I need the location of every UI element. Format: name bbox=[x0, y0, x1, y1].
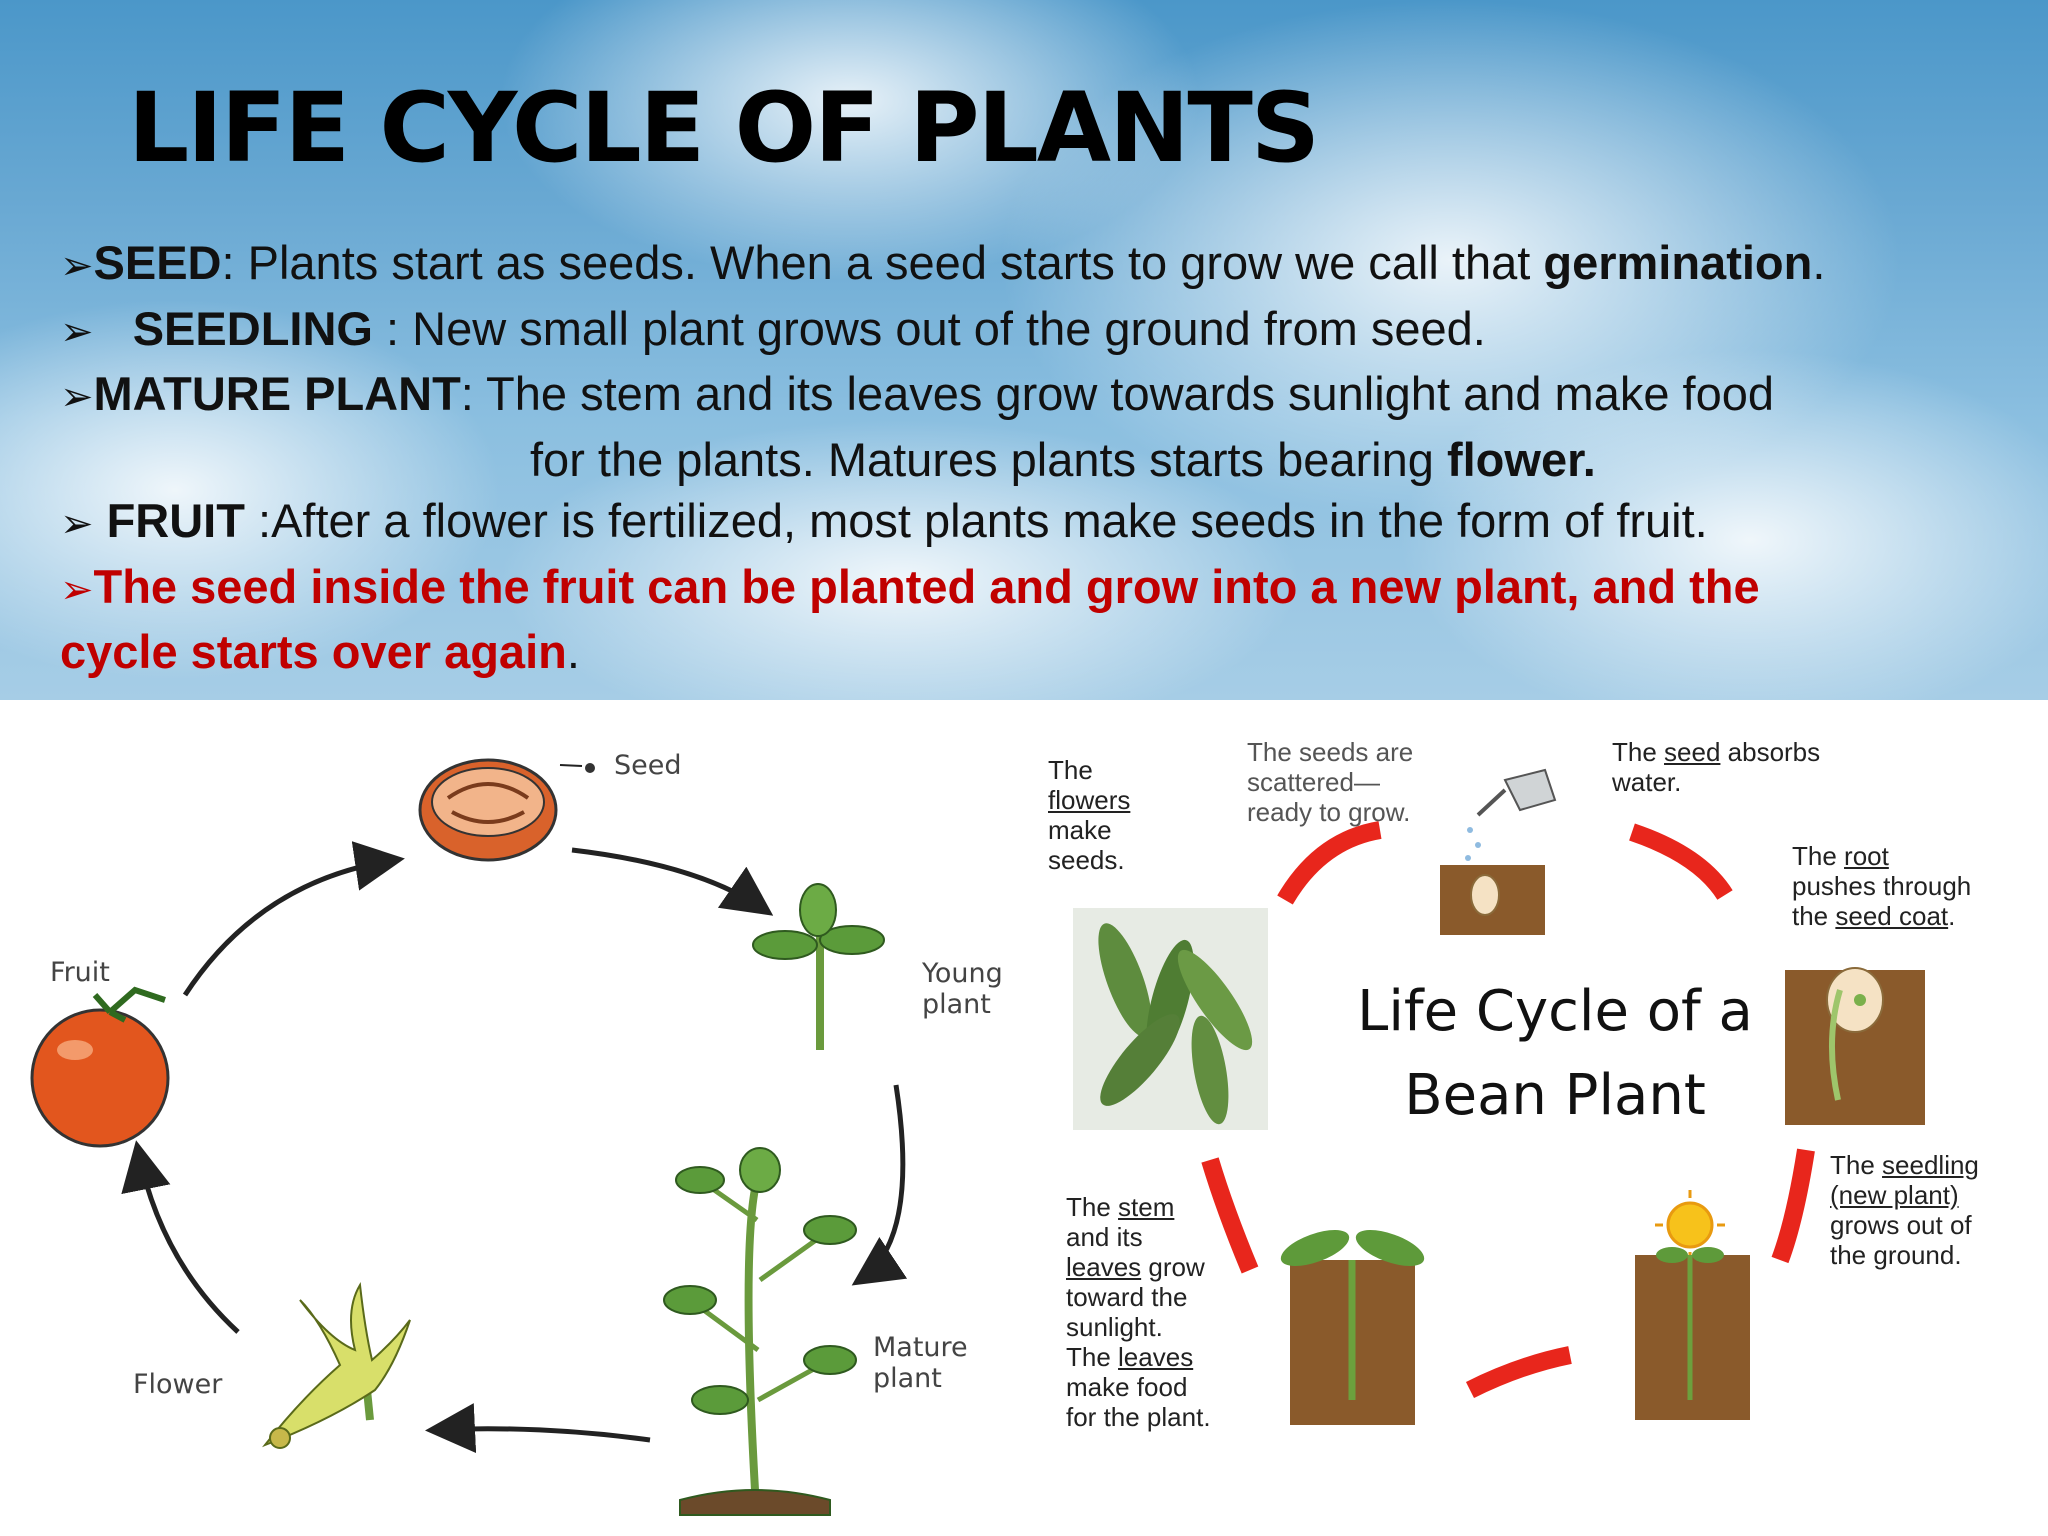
seedling-sun-icon bbox=[1635, 1190, 1750, 1420]
watering-can-icon bbox=[1440, 768, 1557, 935]
caption-seedling: The seedling (new plant) grows out of th… bbox=[1830, 1150, 1979, 1270]
bean-cycle-arrow bbox=[1277, 821, 1382, 905]
bullet-arrow-icon: ➢ bbox=[60, 243, 94, 289]
root-seed-coat-icon bbox=[1785, 967, 1925, 1125]
bean-cycle-arrow bbox=[1201, 1157, 1259, 1274]
bullet-arrow-icon: ➢ bbox=[60, 501, 94, 547]
flower-icon bbox=[262, 1281, 411, 1449]
label-fruit: Fruit bbox=[50, 957, 110, 988]
cut-tomato-seed-icon bbox=[418, 758, 595, 862]
cycle-arrow bbox=[425, 1403, 651, 1454]
bullet-arrow-icon: ➢ bbox=[60, 374, 94, 420]
bullet-seed: ➢SEED: Plants start as seeds. When a see… bbox=[60, 236, 1826, 289]
bullet-fruit: ➢ FRUIT :After a flower is fertilized, m… bbox=[60, 494, 1708, 547]
bullet-list: ➢SEED: Plants start as seeds. When a see… bbox=[60, 232, 2020, 683]
cycle-arrow bbox=[182, 841, 405, 997]
caption-scattered: The seeds are scattered— ready to grow. bbox=[1247, 737, 1414, 827]
bean-cycle-arrow bbox=[1629, 823, 1733, 901]
tomato-fruit-icon bbox=[30, 986, 170, 1148]
cycle-arrow bbox=[851, 1084, 908, 1286]
label-young-plant: Young plant bbox=[922, 958, 1003, 1020]
bean-cycle-arrow bbox=[1771, 1148, 1815, 1264]
bullet-arrow-icon: ➢ bbox=[60, 308, 94, 355]
cycle-arrow bbox=[571, 847, 774, 916]
label-mature-plant: Mature plant bbox=[873, 1332, 968, 1394]
caption-absorbs-water: The seed absorbs water. bbox=[1612, 737, 1821, 797]
caption-stem-leaves: The stem and its leaves grow toward the … bbox=[1066, 1192, 1211, 1432]
diagram-illustrations bbox=[30, 758, 1925, 1516]
bullet-mature-plant-cont: for the plants. Matures plants starts be… bbox=[530, 432, 1596, 486]
mature-plant-icon bbox=[663, 1147, 857, 1516]
bullet-seedling: ➢ SEEDLING : New small plant grows out o… bbox=[60, 301, 1486, 355]
bullet-restart: ➢The seed inside the fruit can be plante… bbox=[60, 559, 1760, 613]
label-seed: Seed bbox=[614, 750, 682, 781]
young-plant-icon bbox=[752, 883, 885, 1050]
bean-cycle-title: Life Cycle of a Bean Plant bbox=[1357, 979, 1753, 1128]
diagram-panel: Seed Young plant Mature plant Flower Fru… bbox=[0, 700, 2048, 1536]
bullet-restart-cont: cycle starts over again. bbox=[60, 625, 580, 678]
slide-title: LIFE CYCLE OF PLANTS bbox=[128, 72, 1320, 184]
bean-pods-photo bbox=[1073, 908, 1268, 1130]
bean-cycle-arrow bbox=[1465, 1346, 1572, 1399]
cycle-arrow bbox=[121, 1140, 240, 1334]
sky-background: LIFE CYCLE OF PLANTS ➢SEED: Plants start… bbox=[0, 0, 2048, 700]
bullet-arrow-icon: ➢ bbox=[60, 566, 94, 613]
bullet-mature-plant: ➢MATURE PLANT: The stem and its leaves g… bbox=[60, 367, 1775, 420]
caption-root: The root pushes through the seed coat. bbox=[1792, 841, 1972, 931]
caption-flowers: The flowers make seeds. bbox=[1048, 755, 1131, 875]
label-flower: Flower bbox=[133, 1369, 223, 1400]
stem-leaves-icon bbox=[1280, 1229, 1425, 1425]
